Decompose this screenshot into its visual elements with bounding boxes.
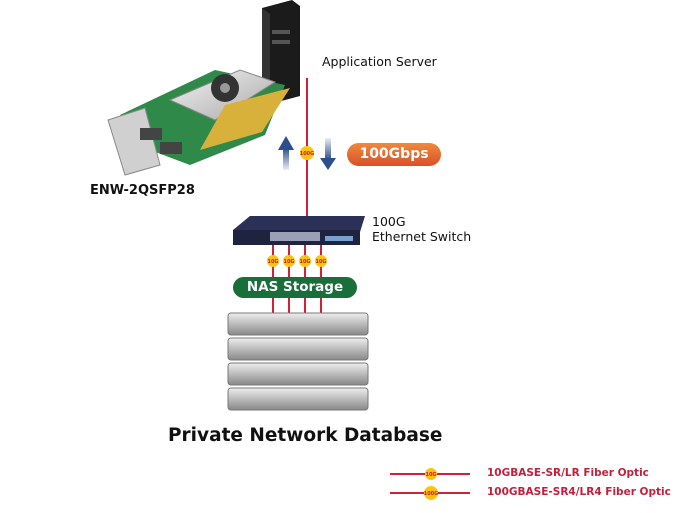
server-label: Application Server xyxy=(322,54,437,69)
nic-label: ENW-2QSFP28 xyxy=(90,183,195,198)
ethernet-switch-icon xyxy=(233,216,365,245)
legend-100g-label: 100GBASE-SR4/LR4 Fiber Optic xyxy=(487,486,671,498)
badge-10g xyxy=(267,255,279,267)
badge-10g-text: 10G xyxy=(283,259,294,265)
badge-10g xyxy=(299,255,311,267)
diagram-title: Private Network Database xyxy=(168,425,443,446)
storage-array-icon xyxy=(227,312,369,411)
speed-badge: 100Gbps xyxy=(347,143,441,166)
nic-card-icon xyxy=(107,69,290,176)
badge-10g xyxy=(283,255,295,267)
badge-100g xyxy=(300,146,314,160)
legend-badge-100g xyxy=(424,486,438,500)
legend-badge-100g-text: 100G xyxy=(424,491,439,497)
legend-badge-10g-text: 10G xyxy=(425,472,436,478)
badge-10g-text: 10G xyxy=(315,259,326,265)
nas-storage-label: NAS Storage xyxy=(233,277,357,298)
legend-badge-10g xyxy=(425,468,437,480)
badge-10g-text: 10G xyxy=(299,259,310,265)
badge-10g-text: 10G xyxy=(267,259,278,265)
switch-label-line2: Ethernet Switch xyxy=(372,229,472,244)
legend-10g-label: 10GBASE-SR/LR Fiber Optic xyxy=(487,467,649,479)
download-arrow-icon xyxy=(320,138,336,170)
badge-10g xyxy=(315,255,327,267)
badge-100g-text: 100G xyxy=(300,151,315,157)
upload-arrow-icon xyxy=(278,136,294,170)
switch-label-line1: 100G xyxy=(372,214,406,229)
